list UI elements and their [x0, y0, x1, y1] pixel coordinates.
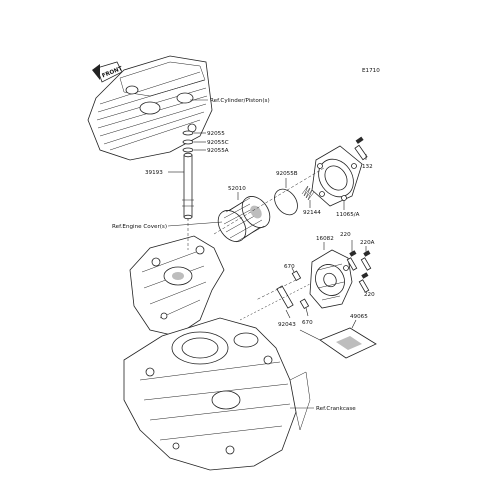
label-ref-cylinder-piston: Ref.Cylinder/Piston(s): [210, 98, 270, 104]
label-92144: 92144: [303, 210, 321, 216]
label-92055b: 92055B: [276, 171, 298, 177]
oil-filter: [217, 196, 271, 243]
front-arrow-icon: FRONT: [92, 61, 124, 83]
o-ring-stack: [182, 130, 194, 153]
pump-shaft: [239, 283, 311, 321]
label-16082: 16082: [316, 236, 334, 242]
diagram-code: E1710: [362, 68, 380, 74]
label-670-left: 670: [284, 264, 295, 270]
label-39193: 39193: [145, 170, 163, 176]
label-92055a: 92055A: [207, 148, 229, 154]
spring: [301, 185, 315, 201]
label-52010: 52010: [228, 186, 246, 192]
label-ref-engine-cover: Ref.Engine Cover(s): [112, 224, 167, 230]
label-220a: 220A: [360, 240, 375, 246]
assembly-lines: [187, 167, 325, 301]
label-670-bottom: 670: [302, 320, 313, 326]
label-92055: 92055: [207, 131, 225, 137]
oil-pipe: [182, 152, 194, 220]
dowel-pins: [291, 270, 310, 310]
label-92043: 92043: [278, 322, 296, 328]
oil-pump: [309, 249, 353, 309]
label-11065a: 11065/A: [336, 212, 360, 218]
label-49065: 49065: [350, 314, 368, 320]
pump-bolts: [346, 250, 372, 293]
label-ref-crankcase: Ref.Crankcase: [316, 406, 356, 412]
engine-cover: [129, 235, 225, 337]
filter-cover: [311, 145, 363, 207]
label-220-top: 220: [340, 232, 351, 238]
gasket: [319, 327, 377, 359]
o-ring-large: [274, 188, 298, 216]
label-132: 132: [362, 164, 373, 170]
crankcase: [123, 317, 311, 471]
label-220-right: 220: [364, 292, 375, 298]
label-92055c: 92055C: [207, 140, 229, 146]
bolt-132: [354, 136, 368, 161]
